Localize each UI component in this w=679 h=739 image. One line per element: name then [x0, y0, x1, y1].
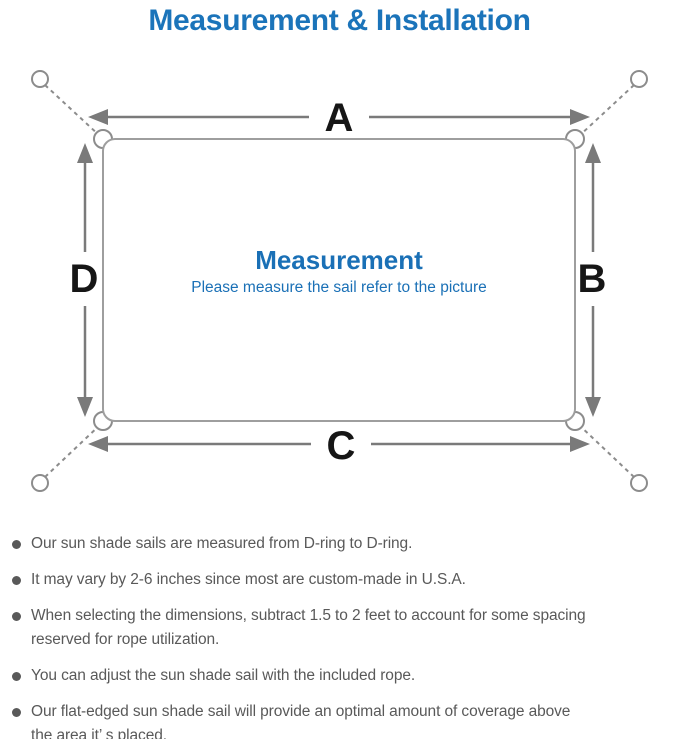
notes-list: Our sun shade sails are measured from D-…: [10, 532, 675, 739]
note-item: It may vary by 2-6 inches since most are…: [10, 568, 675, 592]
bullet-icon: [12, 672, 21, 681]
note-line: You can adjust the sun shade sail with t…: [31, 667, 416, 684]
note-item: When selecting the dimensions, subtract …: [10, 604, 675, 652]
dimension-label-a: A: [325, 96, 354, 140]
note-item: Our flat-edged sun shade sail will provi…: [10, 700, 675, 739]
note-text: When selecting the dimensions, subtract …: [31, 604, 675, 652]
note-line: Our sun shade sails are measured from D-…: [31, 535, 413, 552]
rope-line-bottom-right: [577, 423, 635, 478]
diagram-center-subtitle: Please measure the sail refer to the pic…: [191, 279, 487, 296]
diagram-center-title: Measurement: [255, 245, 423, 275]
note-text: You can adjust the sun shade sail with t…: [31, 664, 675, 688]
page-title: Measurement & Installation: [148, 4, 531, 37]
anchor-point-bottom-right: [630, 474, 648, 492]
dimension-label-b: B: [578, 257, 607, 301]
note-text: Our flat-edged sun shade sail will provi…: [31, 700, 675, 739]
dimension-arrow-a: [88, 109, 590, 125]
bullet-icon: [12, 612, 21, 621]
anchor-point-top-left: [31, 70, 49, 88]
note-line: reserved for rope utilization.: [31, 631, 220, 648]
note-text: Our sun shade sails are measured from D-…: [31, 532, 675, 556]
dimension-label-c: C: [327, 424, 356, 468]
dimension-arrow-b: [585, 143, 601, 417]
rope-line-top-right: [577, 84, 635, 138]
note-line: When selecting the dimensions, subtract …: [31, 607, 586, 624]
sail-rectangle: [102, 138, 576, 422]
note-line: It may vary by 2-6 inches since most are…: [31, 571, 466, 588]
dimension-arrow-c: [88, 436, 590, 452]
note-item: You can adjust the sun shade sail with t…: [10, 664, 675, 688]
note-text: It may vary by 2-6 inches since most are…: [31, 568, 675, 592]
rope-line-bottom-left: [44, 423, 102, 478]
bullet-icon: [12, 540, 21, 549]
measurement-diagram: A B C D Measurement Please measure the s…: [31, 70, 648, 492]
note-item: Our sun shade sails are measured from D-…: [10, 532, 675, 556]
bullet-icon: [12, 708, 21, 717]
anchor-point-top-right: [630, 70, 648, 88]
dimension-arrow-d: [77, 143, 93, 417]
rope-line-top-left: [44, 84, 102, 138]
bullet-icon: [12, 576, 21, 585]
note-line: Our flat-edged sun shade sail will provi…: [31, 703, 571, 720]
dimension-label-d: D: [70, 257, 99, 301]
anchor-point-bottom-left: [31, 474, 49, 492]
note-line: the area it’ s placed.: [31, 727, 167, 739]
